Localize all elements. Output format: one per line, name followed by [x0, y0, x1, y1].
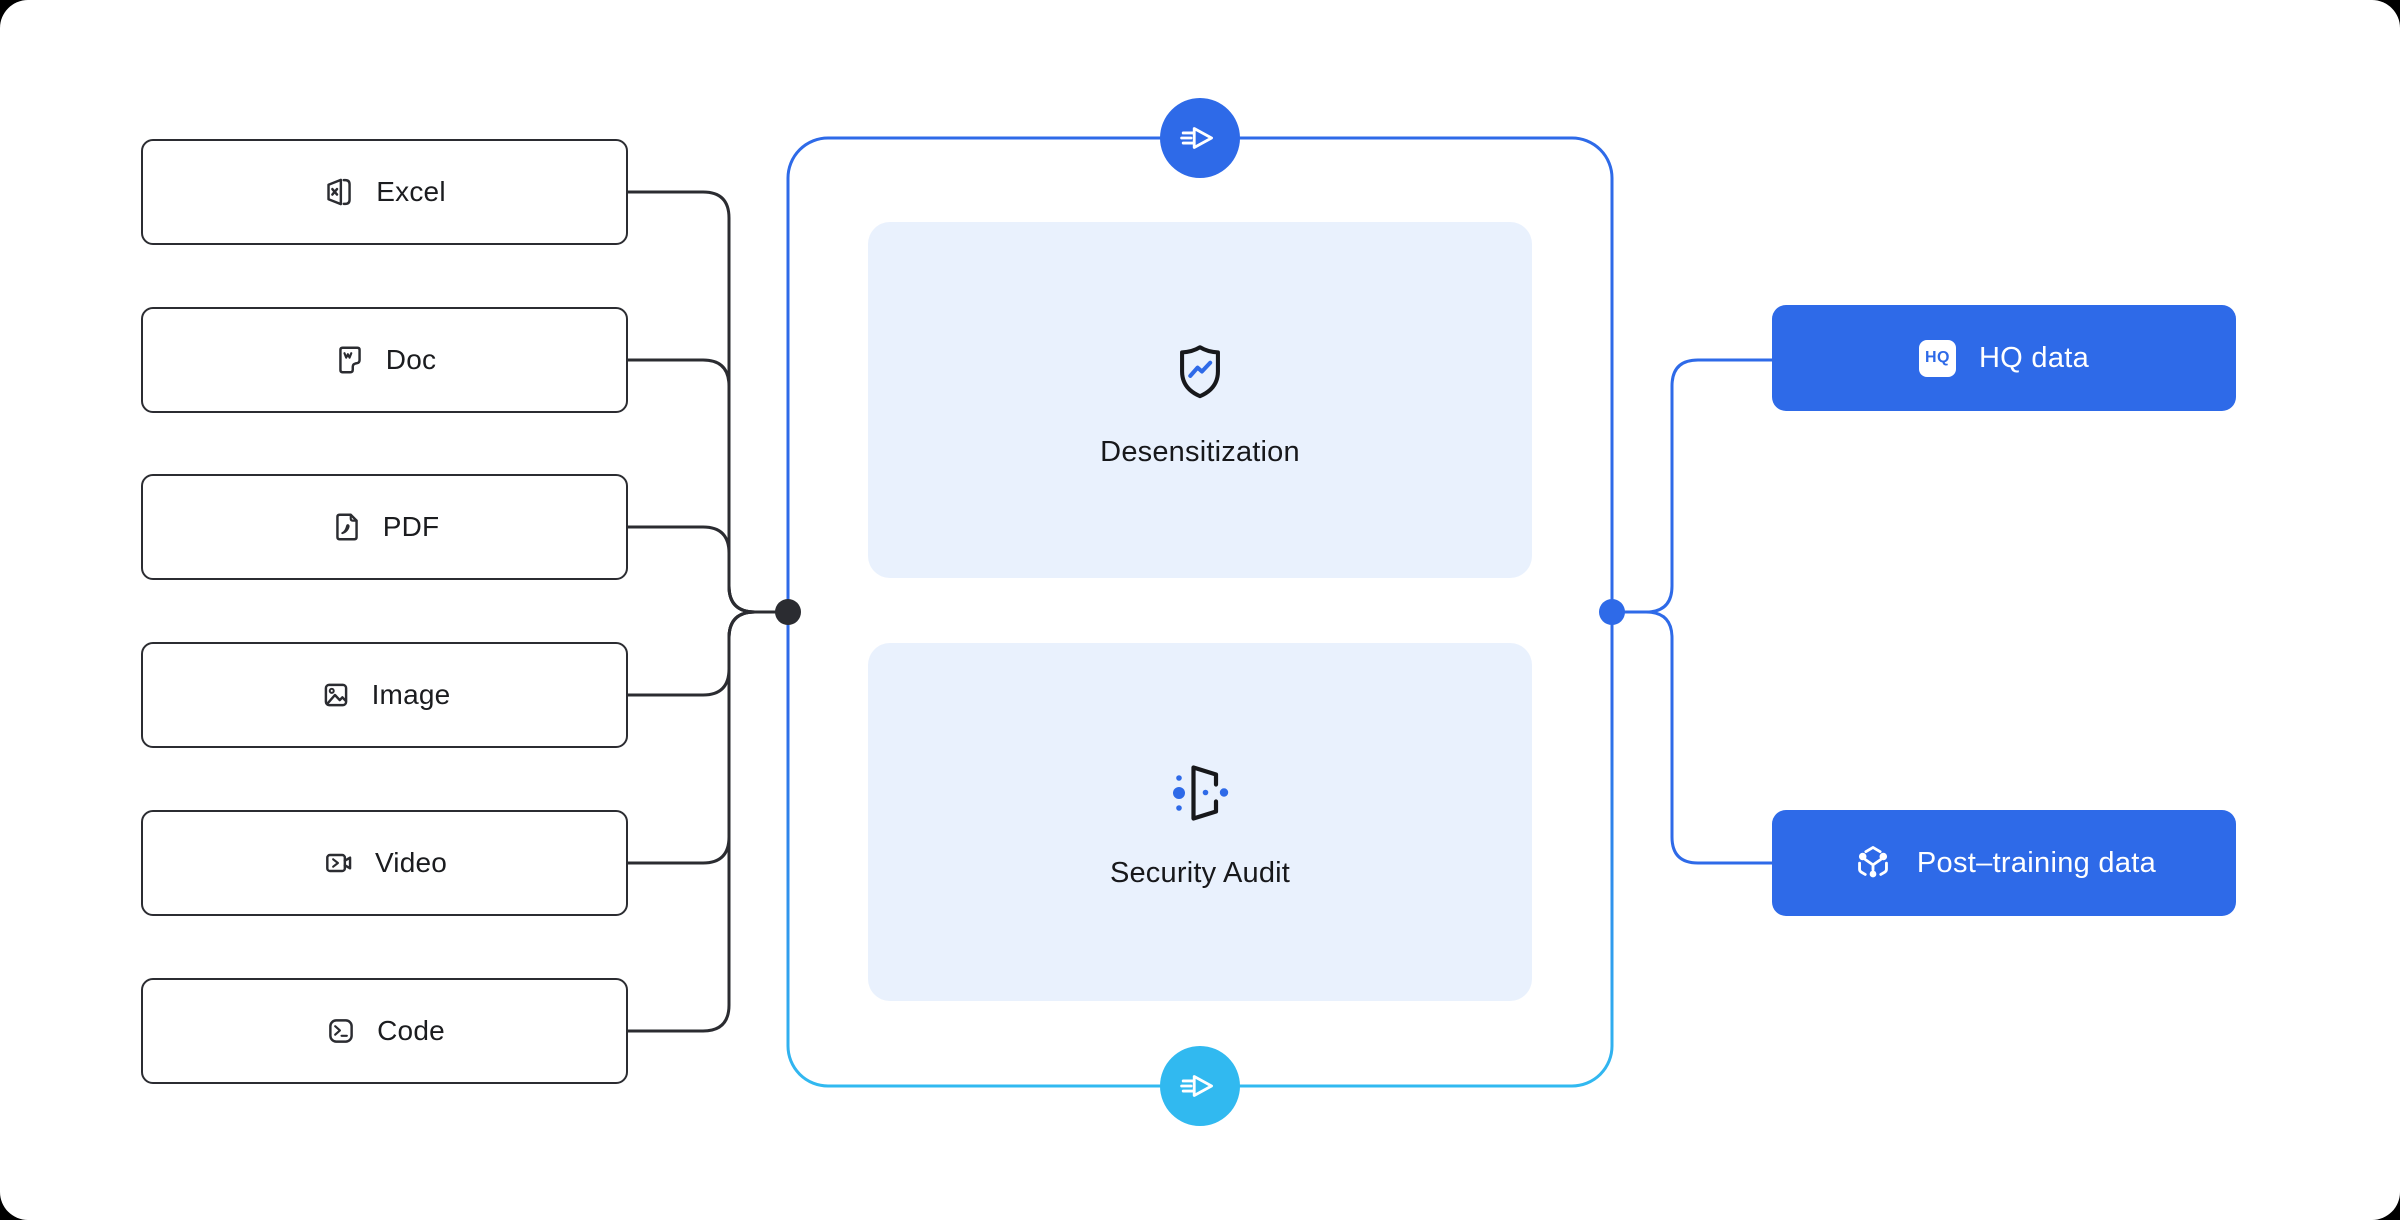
- stage-card-label: Desensitization: [1100, 435, 1300, 468]
- output-box-post-training-data: Post–training data: [1772, 810, 2236, 916]
- hq-badge-icon: HQ: [1918, 339, 1956, 377]
- output-box-hq-data: HQ HQ data: [1772, 305, 2236, 411]
- image-file-icon: [324, 683, 347, 707]
- source-box-excel: Excel: [141, 139, 628, 245]
- source-box-label: Code: [377, 1015, 445, 1046]
- fast-forward-arrow-icon: [1180, 127, 1213, 149]
- video-file-icon: [326, 853, 352, 873]
- fast-forward-arrow-icon: [1180, 1075, 1213, 1097]
- source-box-label: PDF: [382, 511, 440, 542]
- source-connector-lines: [626, 190, 790, 1033]
- source-box-label: Image: [371, 679, 451, 710]
- output-box-label: Post–training data: [1916, 846, 2157, 879]
- source-box-video: Video: [141, 810, 628, 916]
- right-junction-dot: [1599, 599, 1625, 625]
- network-cube-icon: [1858, 846, 1888, 878]
- door-scan-icon: [1173, 764, 1229, 821]
- source-box-doc: Doc: [141, 307, 628, 413]
- output-box-label: HQ data: [1978, 341, 2090, 374]
- source-box-code: Code: [141, 978, 628, 1084]
- source-box-image: Image: [141, 642, 628, 748]
- source-box-pdf: PDF: [141, 474, 628, 580]
- doc-file-icon: [339, 346, 361, 374]
- shield-trend-icon: [1180, 344, 1220, 398]
- pdf-file-icon: [335, 513, 358, 541]
- stage-card-desensitization: Desensitization: [868, 222, 1532, 578]
- excel-file-icon: [327, 178, 352, 206]
- left-junction-dot: [775, 599, 801, 625]
- hq-badge-text: HQ: [1924, 349, 1950, 366]
- code-file-icon: [329, 1019, 353, 1043]
- source-box-label: Excel: [376, 176, 446, 207]
- stage-card-label: Security Audit: [1109, 856, 1291, 889]
- stage-card-security-audit: Security Audit: [868, 643, 1532, 1001]
- source-box-label: Doc: [385, 344, 437, 375]
- output-connector-lines: [1610, 358, 1774, 865]
- source-box-label: Video: [374, 847, 448, 878]
- pipeline-input-badge: [1160, 98, 1240, 178]
- pipeline-output-badge: [1160, 1046, 1240, 1126]
